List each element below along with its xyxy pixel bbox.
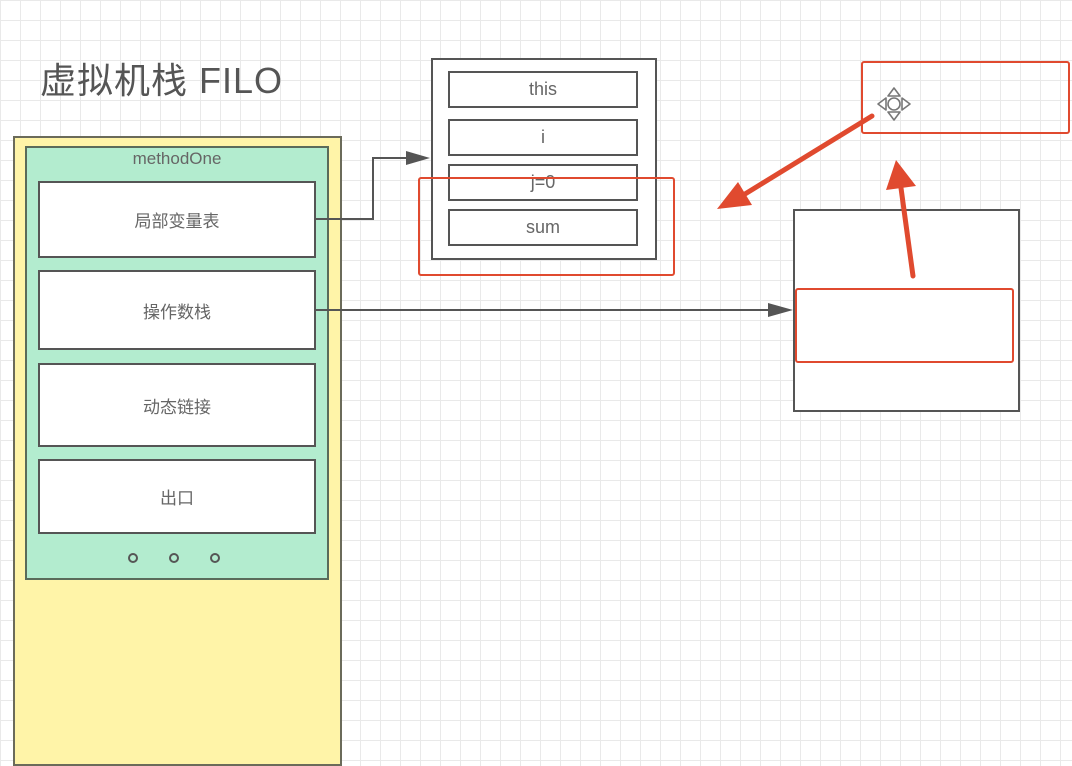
move-icon[interactable]	[876, 86, 912, 122]
operand-stack-arrow	[316, 303, 793, 317]
frame-item-exit: 出口	[38, 459, 316, 534]
frame-name: methodOne	[132, 149, 222, 168]
slot-j: j=0	[448, 164, 638, 201]
ellipsis-dot	[128, 553, 138, 563]
ellipsis-dot	[210, 553, 220, 563]
slot-this: this	[448, 71, 638, 108]
red-arrow-up	[886, 160, 916, 279]
connectors	[316, 113, 916, 317]
local-variables-arrow	[316, 151, 430, 220]
red-arrow-to-slots	[717, 113, 875, 209]
slot-sum: sum	[448, 209, 638, 246]
highlight-box-slots	[418, 177, 675, 276]
diagram-title: 虚拟机栈 FILO	[40, 60, 284, 101]
highlight-box-top	[861, 61, 1070, 134]
frame-item-local-variables: 局部变量表	[38, 181, 316, 258]
frame-item-operand-stack: 操作数栈	[38, 270, 316, 350]
highlight-box-operand	[795, 288, 1014, 363]
ellipsis-dot	[169, 553, 179, 563]
frame-item-dynamic-linking: 动态链接	[38, 363, 316, 447]
slot-i: i	[448, 119, 638, 156]
